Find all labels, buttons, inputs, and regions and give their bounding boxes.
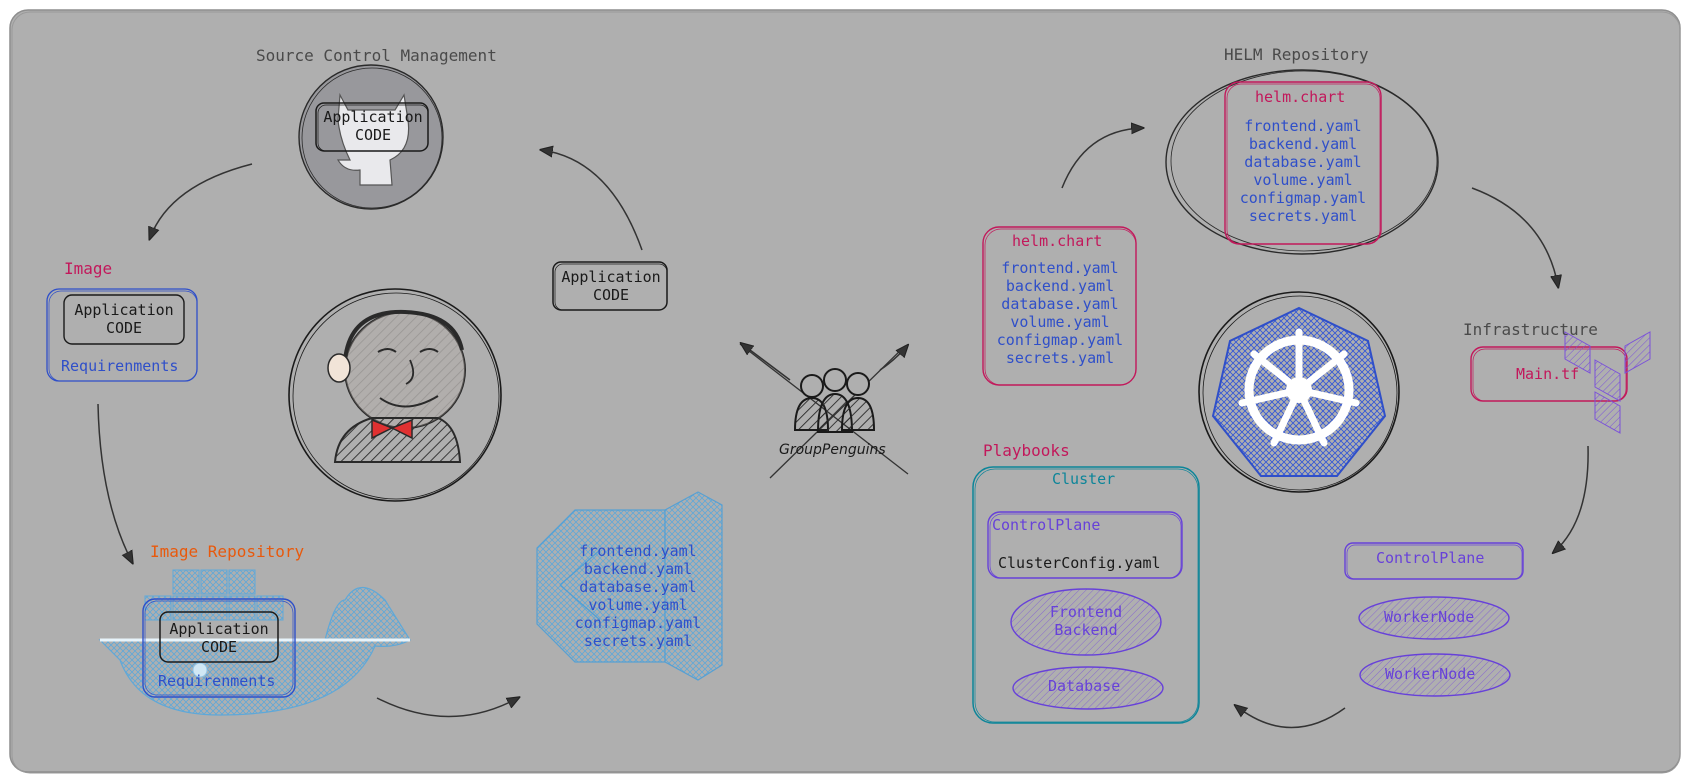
image-repo-code-label: Application CODE — [160, 620, 278, 656]
helm-repo-title: HELM Repository — [1224, 45, 1369, 64]
image-repo-title: Image Repository — [150, 542, 305, 561]
manifest-file: database.yaml — [579, 578, 697, 596]
scm-title: Source Control Management — [256, 46, 497, 65]
cluster-control-plane: ControlPlane — [992, 516, 1101, 534]
manifest-file: secrets.yaml — [583, 632, 693, 650]
helm-local-file: volume.yaml — [1010, 313, 1110, 331]
manifest-file: frontend.yaml — [579, 542, 697, 560]
arrow-image-to-repo — [97, 403, 132, 562]
team-label: GroupPenguins — [779, 442, 886, 458]
helm-repo-chart-title: helm.chart — [1255, 88, 1346, 106]
people-group-icon — [739, 343, 909, 479]
helm-local-file: frontend.yaml — [1001, 259, 1119, 277]
helm-local-file: backend.yaml — [1005, 277, 1115, 295]
infrastructure-file: Main.tf — [1516, 365, 1580, 383]
image-repo-requirements: Requirenments — [158, 672, 276, 690]
docker-whale-icon — [98, 569, 411, 716]
helm-repo-file: secrets.yaml — [1248, 207, 1358, 225]
scm-code-line1: Application — [323, 108, 423, 126]
helm-repo-file: volume.yaml — [1253, 171, 1353, 189]
kubernetes-helm-icon — [1198, 291, 1400, 493]
scm-code-line2: CODE — [354, 126, 392, 144]
github-octocat-icon — [298, 64, 444, 210]
arrow-scm-to-image — [150, 163, 253, 238]
frontend-line1: Frontend — [1049, 603, 1123, 621]
image-code-label: Application CODE — [64, 301, 184, 337]
background-panel — [9, 9, 1681, 774]
manifest-file: backend.yaml — [583, 560, 693, 578]
cluster-title: Cluster — [1052, 470, 1116, 488]
helm-repo-files: frontend.yaml backend.yaml database.yaml… — [1227, 117, 1379, 225]
vscode-icon — [536, 491, 723, 681]
image-requirements: Requirenments — [61, 357, 179, 375]
helm-repo-file: backend.yaml — [1248, 135, 1358, 153]
playbooks-title: Playbooks — [983, 441, 1070, 460]
cluster-config-file: ClusterConfig.yaml — [998, 554, 1161, 572]
helm-local-file: secrets.yaml — [1005, 349, 1115, 367]
image-title: Image — [64, 259, 113, 278]
helm-repo-file: database.yaml — [1244, 153, 1362, 171]
arrow-repo-to-manifests — [376, 698, 518, 718]
scm-code-label: Application CODE — [318, 108, 428, 144]
arrow-helm-to-repo — [1061, 128, 1142, 189]
app-code-line1: Application — [561, 268, 661, 286]
image-repo-code-line1: Application — [169, 620, 269, 638]
arrow-infra-to-nodes — [1554, 445, 1589, 552]
app-code-line2: CODE — [592, 286, 630, 304]
arrow-group-to-jenkins — [742, 344, 791, 381]
image-repo-code-line2: CODE — [200, 638, 238, 656]
helm-local-file: database.yaml — [1001, 295, 1119, 313]
arrow-repo-to-infra — [1471, 187, 1558, 286]
worker-node-2: WorkerNode — [1385, 665, 1476, 683]
frontend-backend-label: Frontend Backend — [1011, 603, 1161, 639]
helm-chart-local-title: helm.chart — [1012, 232, 1103, 250]
database-label: Database — [1048, 677, 1121, 695]
helm-chart-local-files: frontend.yaml backend.yaml database.yaml… — [985, 259, 1135, 367]
helm-repo-file: configmap.yaml — [1239, 189, 1367, 207]
frontend-line2: Backend — [1054, 621, 1118, 639]
manifest-file: configmap.yaml — [574, 614, 702, 632]
node-control-plane: ControlPlane — [1376, 549, 1485, 567]
arrow-group-to-helm — [879, 346, 907, 371]
infrastructure-title: Infrastructure — [1463, 320, 1598, 339]
arrow-nodes-to-cluster — [1236, 706, 1346, 729]
helm-local-file: configmap.yaml — [996, 331, 1124, 349]
image-code-line1: Application — [74, 301, 174, 319]
worker-node-1: WorkerNode — [1384, 608, 1475, 626]
terraform-icon — [1564, 331, 1651, 434]
arrow-code-to-scm — [542, 150, 643, 251]
manifest-file-list: frontend.yaml backend.yaml database.yaml… — [548, 542, 728, 650]
jenkins-butler-icon — [288, 288, 502, 502]
image-code-line2: CODE — [105, 319, 143, 337]
flow-arrows — [97, 128, 1589, 729]
manifest-file: volume.yaml — [588, 596, 688, 614]
app-code-label: Application CODE — [555, 268, 667, 304]
helm-repo-file: frontend.yaml — [1244, 117, 1362, 135]
